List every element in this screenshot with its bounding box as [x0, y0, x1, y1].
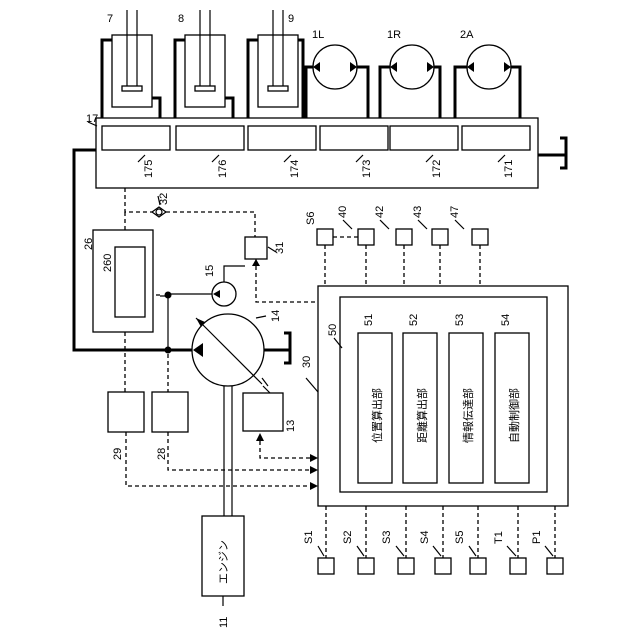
- sensor-S6-label: S6: [305, 212, 317, 225]
- sensor-S2: [358, 558, 374, 574]
- sensor-S1: [318, 558, 334, 574]
- sensor-S3-label: S3: [381, 531, 393, 544]
- pump-14-label: 14: [270, 310, 282, 322]
- controller-260-label: 260: [102, 254, 114, 272]
- cylinder-8-label: 8: [178, 13, 184, 25]
- control-valve-block-17: 17 175 176 174 173 172 171: [86, 113, 538, 188]
- valve-173: [320, 126, 388, 150]
- regulator-13-label: 13: [285, 420, 297, 432]
- motor-1L-label: 1L: [312, 29, 324, 41]
- valve-175-label: 175: [143, 160, 155, 178]
- sensor-40-label: 40: [337, 206, 349, 218]
- hydraulic-cylinder-9: 9: [258, 10, 298, 107]
- hydraulic-cylinder-8: 8: [178, 10, 225, 107]
- valve-174: [248, 126, 316, 150]
- hydraulic-cylinder-7: 7: [107, 10, 152, 107]
- sensor-40: [358, 229, 374, 245]
- solenoid-valve-31: 31: [245, 237, 286, 259]
- sensor-S5: [470, 558, 486, 574]
- sensor-T1: [510, 558, 526, 574]
- valve-172-label: 172: [431, 160, 443, 178]
- hydraulic-motor-1R: 1R: [380, 29, 440, 124]
- sensor-S3: [398, 558, 414, 574]
- sensor-S1-label: S1: [303, 531, 315, 544]
- controller-26-label: 26: [83, 238, 95, 250]
- valve-174-label: 174: [289, 160, 301, 178]
- sensor-47: [472, 229, 488, 245]
- valve-176: [176, 126, 244, 150]
- valve-176-label: 176: [217, 160, 229, 178]
- sensor-S2-label: S2: [342, 531, 354, 544]
- controller-260: [115, 247, 145, 317]
- module-54-label: 54: [500, 314, 512, 326]
- module-53-label: 53: [454, 314, 466, 326]
- motor-2A-label: 2A: [460, 29, 474, 41]
- controller-26: 26 260: [83, 230, 153, 332]
- sensor-S5-label: S5: [454, 531, 466, 544]
- module-52-text: 距離算出部: [415, 388, 429, 443]
- sensor-42: [396, 229, 412, 245]
- pump-tank-symbol: [284, 333, 290, 363]
- engine-text: エンジン: [217, 540, 230, 584]
- valve-175: [102, 126, 170, 150]
- control-unit-label: 50: [327, 324, 339, 336]
- pilot-pump-15: 15: [204, 265, 236, 306]
- module-54-text: 自動制御部: [507, 388, 521, 443]
- cylinder-9-label: 9: [288, 13, 294, 25]
- sensor-S4-label: S4: [419, 531, 431, 544]
- sensor-S4: [435, 558, 451, 574]
- module-51-label: 51: [363, 314, 375, 326]
- pressure-sensor-28: 28: [152, 392, 188, 460]
- cylinder-7-label: 7: [107, 13, 113, 25]
- valve-171-label: 171: [503, 160, 515, 178]
- sensor-P1: [547, 558, 563, 574]
- shuttle-valve-32: 32: [152, 193, 170, 217]
- pilot-pump-label: 15: [204, 265, 216, 277]
- sensor-42-label: 42: [374, 206, 386, 218]
- valve-172: [390, 126, 458, 150]
- sensor-43-label: 43: [412, 206, 424, 218]
- hydraulic-motor-2A: 2A: [455, 29, 520, 124]
- sensor-43: [432, 229, 448, 245]
- valve-171: [462, 126, 530, 150]
- top-sensors: S6 40 42 43 47: [305, 206, 488, 286]
- control-unit-50: 30 50 位置算出部 距離算出部 情報伝達部 自動制御部 51 52 53 5…: [301, 286, 568, 506]
- sensor-29-label: 29: [112, 448, 124, 460]
- sensor-T1-label: T1: [493, 531, 505, 544]
- sensor-28-label: 28: [156, 448, 168, 460]
- sensor-S6: [317, 229, 333, 245]
- sensor-P1-label: P1: [531, 531, 543, 544]
- engine-11-label: 11: [218, 617, 230, 628]
- module-52-label: 52: [408, 314, 420, 326]
- hydraulic-motor-1L: 1L: [306, 29, 368, 124]
- regulator-13: 13: [243, 378, 297, 432]
- bottom-sensors: S1 S2 S3 S4 S5 T1 P1: [303, 506, 563, 574]
- module-53-text: 情報伝達部: [461, 388, 475, 443]
- main-hydraulic-pump-14: 14: [192, 310, 282, 386]
- tank-symbol: [560, 138, 566, 168]
- module-51-text: 位置算出部: [370, 388, 384, 443]
- valve-173-label: 173: [361, 160, 373, 178]
- line-30-label: 30: [301, 356, 313, 368]
- motor-1R-label: 1R: [387, 29, 401, 41]
- sensor-47-label: 47: [449, 206, 461, 218]
- engine-11: エンジン 11: [202, 516, 244, 628]
